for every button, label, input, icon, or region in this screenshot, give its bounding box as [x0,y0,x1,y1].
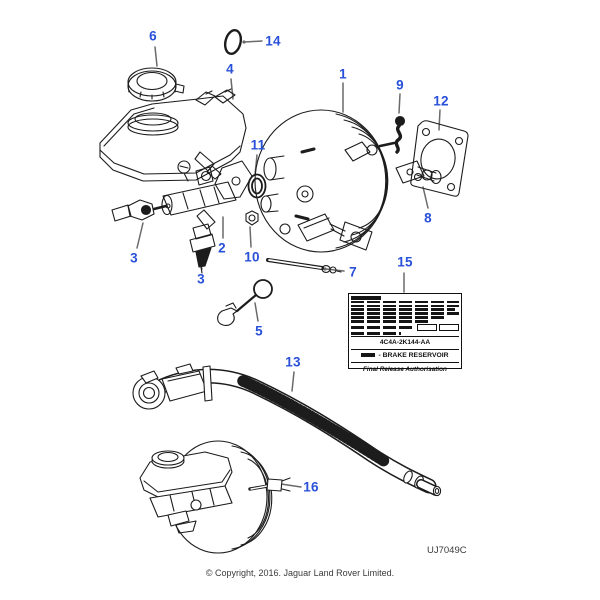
sticker-header-bar [351,296,381,300]
callout-3b[interactable]: 3 [197,271,205,287]
figure-code: UJ7049C [427,545,467,556]
pressure-sensor-left [111,199,171,222]
gasket [410,120,469,197]
callout-11[interactable]: 11 [250,137,266,153]
sticker-part-number: 4C4A-2K144-AA [351,336,459,349]
master-cylinder [161,160,253,230]
callout-3a[interactable]: 3 [130,250,138,266]
sticker-footer: Final Release Authorisation [351,362,459,374]
seal-ring [247,173,267,199]
callout-8[interactable]: 8 [424,210,432,226]
sticker-product-name: - BRAKE RESERVOIR [351,348,459,363]
callout-1[interactable]: 1 [339,66,347,82]
callout-12[interactable]: 12 [433,93,449,109]
reservoir-cap [127,67,185,102]
callout-10[interactable]: 10 [244,249,260,265]
pushrod-pin [266,258,342,274]
clevis-pin [395,160,442,185]
callout-2[interactable]: 2 [218,240,226,256]
booster-assembly [139,440,291,554]
o-ring-seal [223,29,243,55]
callout-7[interactable]: 7 [349,264,357,280]
brake-booster [254,109,396,253]
vacuum-hose [132,363,442,497]
callout-4[interactable]: 4 [226,61,234,77]
sticker-checkbox [417,324,437,332]
cotter-pin [394,115,406,154]
spec-label: 4C4A-2K144-AA - BRAKE RESERVOIR Final Re… [348,293,462,373]
callout-16[interactable]: 16 [303,479,319,495]
sticker-checkbox [439,324,459,332]
callout-6[interactable]: 6 [149,28,157,44]
callout-14[interactable]: 14 [265,33,281,49]
sticker-word-bar [361,353,376,358]
callout-5[interactable]: 5 [255,323,263,339]
callout-15[interactable]: 15 [397,254,413,270]
nut [245,210,259,226]
callout-13[interactable]: 13 [285,354,301,370]
copyright-notice: © Copyright, 2016. Jaguar Land Rover Lim… [205,568,395,578]
callout-9[interactable]: 9 [396,77,404,93]
sticker-product-text: - BRAKE RESERVOIR [378,352,449,360]
retainer-clip [217,279,273,326]
fluid-reservoir [99,88,247,182]
pressure-sensor-right [189,223,216,274]
